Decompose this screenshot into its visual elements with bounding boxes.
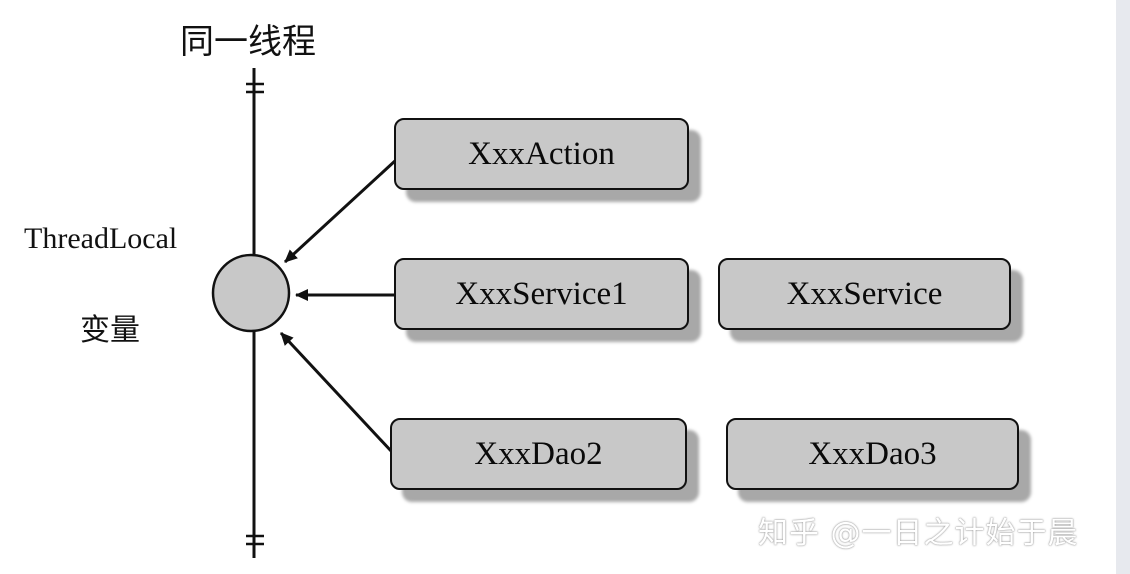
xxxdao3-box: XxxDao3 xyxy=(726,418,1019,490)
arrow-dao2-to-variable xyxy=(279,331,394,454)
variable-label: 变量 xyxy=(80,313,140,348)
xxxaction-box: XxxAction xyxy=(394,118,689,190)
thread-title: 同一线程 xyxy=(180,22,316,62)
xxxservice-box: XxxService xyxy=(718,258,1011,330)
xxxservice1-box: XxxService1 xyxy=(394,258,689,330)
threadlocal-label: ThreadLocal xyxy=(24,222,178,255)
threadlocal-circle xyxy=(211,253,291,333)
xxxdao2-box: XxxDao2 xyxy=(390,418,687,490)
arrow-action-to-variable xyxy=(283,158,398,264)
right-edge-strip xyxy=(1116,0,1130,574)
zhihu-watermark: 知乎 @一日之计始于晨 xyxy=(758,516,1079,551)
